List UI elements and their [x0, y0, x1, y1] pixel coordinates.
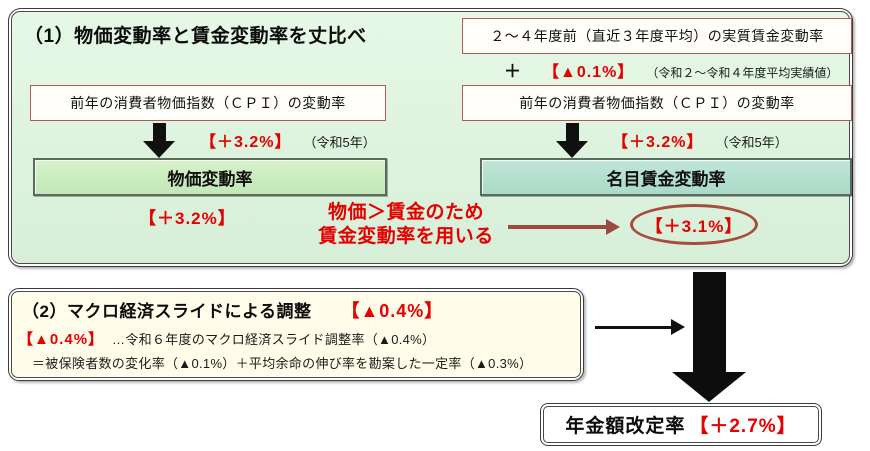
left-cpi-value-row: 【＋3.2%】 （令和5年） [200, 128, 376, 152]
left-cpi-box: 前年の消費者物価指数（ＣＰＩ）の変動率 [30, 85, 386, 121]
price-change-rate-label: 物価変動率 [167, 169, 253, 189]
right-cpi-value: 【＋3.2%】 [612, 134, 704, 151]
right-cpi-value-row: 【＋3.2%】 （令和5年） [612, 128, 788, 152]
panel2-title: （2）マクロ経済スライドによる調整 [22, 302, 312, 321]
big-down-arrow-icon [693, 272, 726, 372]
result-label: 年金額改定率 [565, 416, 686, 437]
nominal-wage-rate-label: 名目賃金変動率 [606, 169, 726, 189]
selected-value-ellipse: 【＋3.1%】 [630, 204, 758, 245]
pension-revision-result-box: 年金額改定率 【＋2.7%】 [540, 403, 822, 446]
price-change-rate-value: 【＋3.2%】 [139, 209, 236, 228]
panel2-detail-text: …令和６年度のマクロ経済スライド調整率（▲0.4%） [112, 332, 436, 347]
left-cpi-note: （令和5年） [303, 135, 376, 150]
plus-sign: ＋ [504, 62, 521, 81]
panel2-title-row: （2）マクロ経済スライドによる調整 【▲0.4%】 [22, 297, 443, 323]
nominal-wage-rate-box: 名目賃金変動率 [480, 158, 852, 196]
panel2-detail-value: 【▲0.4%】 [18, 331, 105, 348]
real-wage-box-label: ２～４年度前（直近３年度平均）の実質賃金変動率 [490, 28, 824, 44]
flow-right-arrow-icon [595, 319, 685, 335]
right-cpi-note: （令和5年） [715, 135, 788, 150]
real-wage-note: （令和２～令和４年度平均実績値） [646, 66, 839, 80]
real-wage-box: ２～４年度前（直近３年度平均）の実質賃金変動率 [462, 18, 852, 54]
panel2-breakdown-text: ＝被保険者数の変化率（▲0.1%）＋平均余命の伸び率を勘案した一定率（▲0.3%… [32, 356, 533, 371]
right-cpi-box: 前年の消費者物価指数（ＣＰＩ）の変動率 [462, 85, 852, 121]
real-wage-value: 【▲0.1%】 [543, 64, 635, 81]
down-arrow-icon [143, 123, 175, 158]
pension-revision-result-inner: 年金額改定率 【＋2.7%】 [543, 406, 819, 443]
panel2-detail-row: 【▲0.4%】 …令和６年度のマクロ経済スライド調整率（▲0.4%） [18, 328, 435, 349]
price-change-rate-value-row: 【＋3.2%】 [139, 204, 236, 229]
left-cpi-box-label: 前年の消費者物価指数（ＣＰＩ）の変動率 [70, 95, 346, 111]
decision-text: 物価＞賃金のため 賃金変動率を用いる [295, 201, 517, 249]
down-arrow-icon [556, 123, 588, 158]
nominal-wage-rate-value: 【＋3.1%】 [645, 217, 743, 236]
big-down-arrow-head [672, 372, 746, 402]
decision-line2: 賃金変動率を用いる [318, 226, 494, 247]
price-change-rate-box: 物価変動率 [33, 158, 387, 196]
panel2-title-value: 【▲0.4%】 [341, 301, 444, 321]
panel1-title: （1）物価変動率と賃金変動率を丈比べ [24, 26, 367, 47]
real-wage-value-row: ＋ 【▲0.1%】 （令和２～令和４年度平均実績値） [504, 57, 838, 82]
decision-line1: 物価＞賃金のため [327, 202, 484, 223]
right-arrow-icon [508, 219, 620, 235]
panel-macro-slide-adjustment [8, 288, 584, 381]
right-cpi-box-label: 前年の消費者物価指数（ＣＰＩ）の変動率 [519, 95, 795, 111]
result-value: 【＋2.7%】 [689, 416, 797, 437]
panel-macro-slide-bg [11, 291, 581, 378]
left-cpi-value: 【＋3.2%】 [200, 134, 292, 151]
